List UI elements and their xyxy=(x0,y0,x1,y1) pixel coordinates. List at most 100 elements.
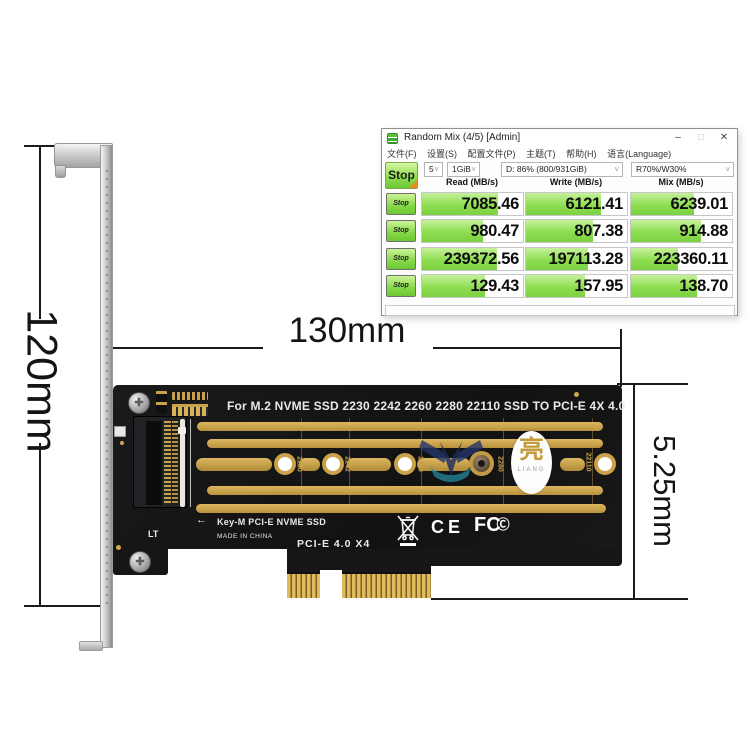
m2-socket xyxy=(133,416,187,508)
row-stop-button[interactable]: Stop xyxy=(386,220,416,242)
key-m-label: Key-M PCI-E NVME SSD xyxy=(217,517,327,527)
gold-strip xyxy=(560,458,585,471)
silkscreen-line xyxy=(190,419,191,507)
gold-strip xyxy=(299,458,320,471)
length-guide xyxy=(503,418,504,508)
smd-pad-row xyxy=(172,392,208,400)
mount-hole-2242 xyxy=(322,453,344,475)
gold-via xyxy=(120,441,124,445)
gold-strip xyxy=(207,486,603,495)
pcie-gold-fingers xyxy=(287,572,431,598)
result-bar xyxy=(422,193,498,215)
lt-logo: LT xyxy=(148,529,159,539)
result-row: Stop 980.47 807.38 914.88 xyxy=(382,219,737,243)
m2-latch xyxy=(180,419,185,507)
drive-select[interactable]: D: 86% (800/931GiB) xyxy=(501,162,623,177)
benchmark-window: Random Mix (4/5) [Admin] – □ ✕ 文件(F) 设置(… xyxy=(381,128,738,316)
result-cell-mix: 138.70 xyxy=(630,274,733,298)
result-bar xyxy=(631,220,701,242)
menu-file[interactable]: 文件(F) xyxy=(387,149,417,159)
result-row: Stop 129.43 157.95 138.70 xyxy=(382,274,737,298)
write-value: 197113.28 xyxy=(548,250,624,268)
mount-hole-22110 xyxy=(594,453,616,475)
hole-label-22110: 22110 xyxy=(584,452,592,472)
stop-all-button[interactable]: Stop xyxy=(385,162,418,189)
m2-key-nub xyxy=(178,427,186,434)
gold-strip xyxy=(417,458,470,471)
menu-settings[interactable]: 设置(S) xyxy=(427,149,458,159)
result-bar xyxy=(631,275,697,297)
result-row: Stop 7085.46 6121.41 6239.01 xyxy=(382,192,737,216)
bracket-top-lip xyxy=(55,165,66,178)
result-cell-write: 6121.41 xyxy=(525,192,628,216)
fcc-c: C xyxy=(486,514,501,536)
write-value: 807.38 xyxy=(574,222,623,240)
row-stop-button[interactable]: Stop xyxy=(386,193,416,215)
write-value: 157.95 xyxy=(574,277,623,295)
weee-icon xyxy=(397,515,419,546)
bracket-perforation xyxy=(106,170,108,610)
test-size-select[interactable]: 1GiB xyxy=(447,162,480,177)
mix-value: 223360.11 xyxy=(653,250,729,268)
result-cell-read: 129.43 xyxy=(421,274,524,298)
interface-label: PCI-E 4.0 X4 xyxy=(297,538,371,550)
mix-value: 914.88 xyxy=(679,222,728,240)
result-cell-write: 197113.28 xyxy=(525,247,628,271)
bracket-bottom-foot xyxy=(79,641,103,651)
row-stop-button[interactable]: Stop xyxy=(386,248,416,270)
mount-hole-2230 xyxy=(274,453,296,475)
result-cell-mix: 914.88 xyxy=(630,219,733,243)
maximize-button[interactable]: □ xyxy=(697,132,705,143)
title-bar[interactable]: Random Mix (4/5) [Admin] – □ ✕ xyxy=(382,129,737,147)
jumper-pads xyxy=(172,404,208,416)
result-cell-read: 239372.56 xyxy=(421,247,524,271)
gold-strip xyxy=(207,439,603,448)
test-count-select[interactable]: 5 xyxy=(424,162,443,177)
gold-strip xyxy=(347,458,391,471)
minimize-button[interactable]: – xyxy=(675,132,681,143)
dim-525-bottom-cap xyxy=(431,598,688,600)
dim-120-line-lower xyxy=(39,443,41,606)
pcie-key-notch xyxy=(320,570,342,599)
read-value: 980.47 xyxy=(470,222,519,240)
read-value: 129.43 xyxy=(470,277,519,295)
result-bar xyxy=(422,220,483,242)
mix-ratio-select[interactable]: R70%/W30% xyxy=(631,162,734,177)
menu-profile[interactable]: 配置文件(P) xyxy=(467,149,516,159)
brand-text: LIANG xyxy=(517,467,546,473)
pcb-title-silkscreen: For M.2 NVME SSD 2230 2242 2260 2280 221… xyxy=(227,399,626,413)
dim-130-line-right xyxy=(433,347,622,349)
read-value: 7085.46 xyxy=(461,195,519,213)
row-stop-button[interactable]: Stop xyxy=(386,275,416,297)
dim-525-top-cap xyxy=(617,383,688,385)
key-arrow: ← xyxy=(196,514,207,526)
menu-help[interactable]: 帮助(H) xyxy=(566,149,597,159)
gold-strip xyxy=(197,422,603,431)
brand-glyph: 亮 xyxy=(518,436,544,464)
oval-brand-logo: 亮 LIANG xyxy=(511,431,552,494)
made-in-label: MADE IN CHINA xyxy=(217,533,273,540)
menu-theme[interactable]: 主题(T) xyxy=(526,149,556,159)
read-value: 239372.56 xyxy=(443,250,520,268)
menu-language[interactable]: 语言(Language) xyxy=(607,149,672,159)
dim-130-line-left xyxy=(112,347,263,349)
pcb-lower-right xyxy=(431,549,622,566)
gold-strip xyxy=(196,504,606,513)
fcc-circle-c: Ⓒ xyxy=(496,517,510,532)
dim-130-right-tick xyxy=(620,329,622,387)
result-cell-write: 157.95 xyxy=(525,274,628,298)
smd-component xyxy=(114,426,126,437)
result-cell-mix: 6239.01 xyxy=(630,192,733,216)
close-button[interactable]: ✕ xyxy=(719,132,729,143)
result-bar xyxy=(526,220,593,242)
column-header-mix: Mix (MB/s) xyxy=(658,177,704,187)
fcc-mark: FCⒸ xyxy=(474,514,510,537)
pcie-connector-shoulder xyxy=(287,549,431,572)
watermark-logo xyxy=(419,440,483,482)
hole-label-2230: 2230 xyxy=(295,456,303,472)
dim-120-label: 120mm xyxy=(17,309,66,453)
mix-value: 138.70 xyxy=(679,277,728,295)
result-bar xyxy=(422,248,497,270)
hole-label-2242: 2242 xyxy=(343,456,351,472)
